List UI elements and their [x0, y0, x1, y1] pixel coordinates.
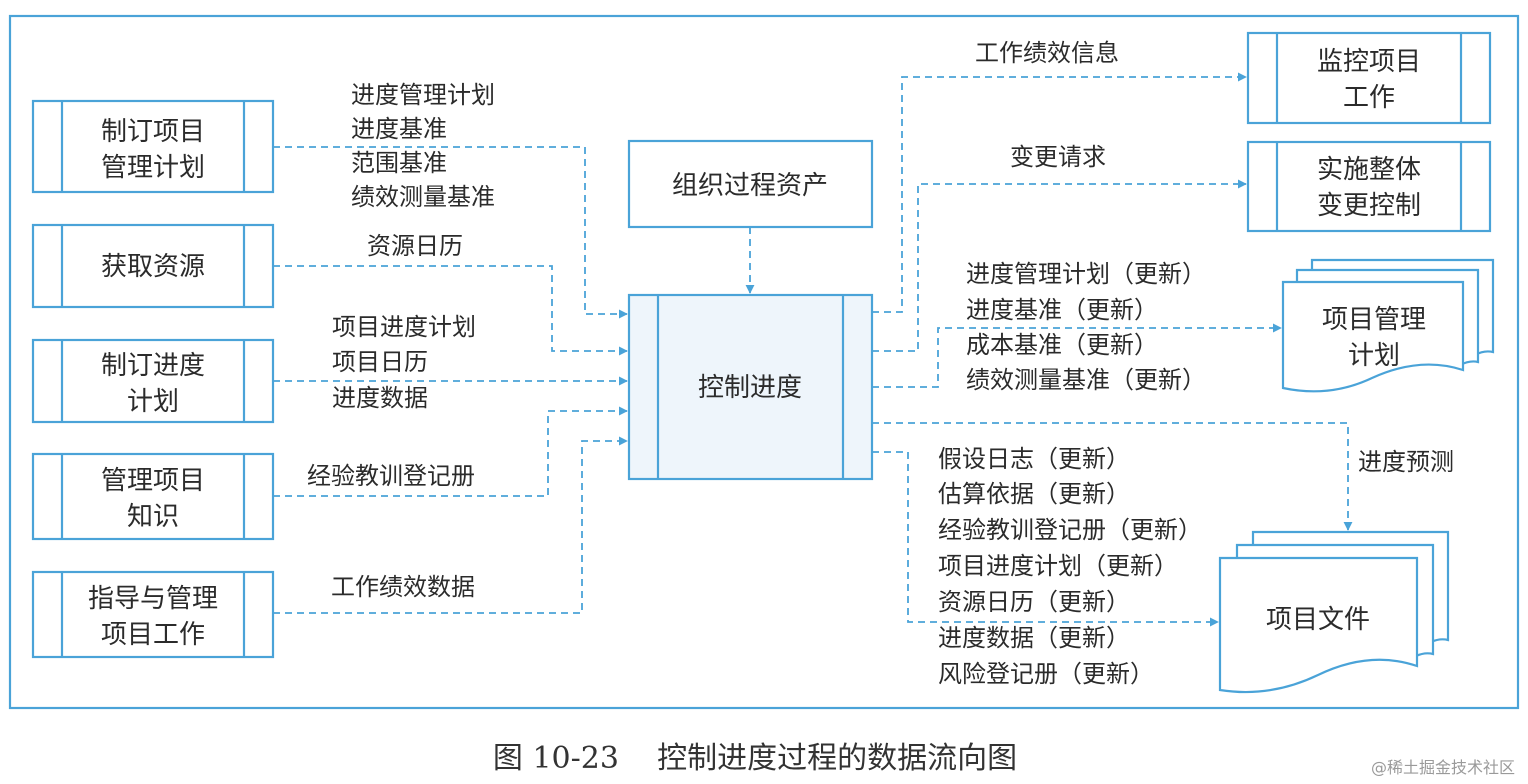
output-project-documents-label: 项目文件 [1266, 605, 1370, 635]
output-label-item: 经验教训登记册（更新） [938, 516, 1202, 544]
output-label-item: 假设日志（更新） [938, 445, 1130, 473]
diagram-frame [8, 14, 1520, 710]
input-label-item: 进度管理计划 [351, 81, 495, 109]
output-integrated-change-line2: 变更控制 [1317, 191, 1421, 221]
input-manage-knowledge-line2: 知识 [127, 502, 179, 532]
input-label-item: 项目进度计划 [332, 313, 476, 341]
arrow-to-project-documents [872, 451, 1219, 627]
label-work-performance-data: 工作绩效数据 [331, 573, 475, 601]
process-label: 控制进度 [698, 373, 802, 403]
output-label-item: 绩效测量基准（更新） [966, 366, 1206, 394]
label-resource-calendar: 资源日历 [367, 232, 463, 260]
input-develop-pm-plan-line1: 制订项目 [101, 117, 205, 147]
org-process-assets-label: 组织过程资产 [672, 171, 828, 201]
input-direct-manage-work-line1: 指导与管理 [88, 584, 218, 614]
output-pm-plan-line1: 项目管理 [1322, 305, 1426, 335]
input-develop-schedule-line2: 计划 [127, 387, 179, 417]
arrow-pm-plan-to-process [273, 146, 628, 319]
input-develop-schedule: 制订进度 计划 [31, 338, 275, 424]
label-change-requests: 变更请求 [1010, 143, 1106, 171]
output-label-item: 成本基准（更新） [966, 331, 1158, 359]
input-label-item: 范围基准 [351, 149, 447, 177]
input-develop-pm-plan-line2: 管理计划 [101, 153, 205, 183]
watermark: @稀土掘金技术社区 [1371, 758, 1515, 777]
output-label-item: 进度管理计划（更新） [966, 260, 1206, 288]
output-integrated-change: 实施整体 变更控制 [1246, 140, 1492, 233]
input-label-item: 项目日历 [332, 348, 428, 376]
label-pm-plan-updates: 进度管理计划（更新） 进度基准（更新） 成本基准（更新） 绩效测量基准（更新） [966, 260, 1206, 394]
input-label-item: 进度基准 [351, 115, 447, 143]
output-label-item: 进度基准（更新） [966, 296, 1158, 324]
input-acquire-resources-line1: 获取资源 [101, 252, 205, 282]
input-manage-knowledge-line1: 管理项目 [101, 466, 205, 496]
output-pm-plan-line2: 计划 [1348, 341, 1400, 371]
arrow-to-forecasts [872, 422, 1353, 531]
arrow-resources-to-process [273, 265, 628, 356]
output-label-item: 估算依据（更新） [938, 480, 1130, 508]
input-develop-schedule-line1: 制订进度 [101, 351, 205, 381]
output-integrated-change-line1: 实施整体 [1317, 155, 1421, 185]
org-process-assets-box: 组织过程资产 [627, 139, 874, 229]
input-label-item: 绩效测量基准 [351, 183, 495, 211]
input-direct-manage-work: 指导与管理 项目工作 [31, 570, 275, 659]
output-label-item: 风险登记册（更新） [938, 660, 1154, 688]
arrow-to-monitor-work [872, 72, 1247, 313]
input-label-item: 进度数据 [332, 384, 428, 412]
output-monitor-work-line2: 工作 [1343, 83, 1395, 113]
input-manage-knowledge: 管理项目 知识 [31, 452, 275, 541]
label-work-performance-info: 工作绩效信息 [975, 39, 1119, 67]
label-pm-plan-inputs: 进度管理计划 进度基准 范围基准 绩效测量基准 [351, 81, 495, 211]
output-monitor-work: 监控项目 工作 [1246, 31, 1492, 125]
output-pm-plan-document: 项目管理 计划 [1281, 258, 1495, 393]
label-document-updates: 假设日志（更新） 估算依据（更新） 经验教训登记册（更新） 项目进度计划（更新）… [938, 445, 1202, 688]
label-lessons-learned: 经验教训登记册 [307, 462, 475, 490]
input-develop-pm-plan: 制订项目 管理计划 [31, 99, 275, 194]
output-label-item: 资源日历（更新） [938, 588, 1130, 616]
figure-caption: 图 10-23 控制进度过程的数据流向图 [493, 741, 1017, 776]
label-schedule-inputs: 项目进度计划 项目日历 进度数据 [332, 313, 476, 412]
input-acquire-resources: 获取资源 [31, 223, 275, 309]
input-direct-manage-work-line2: 项目工作 [101, 620, 205, 650]
output-project-documents: 项目文件 [1218, 530, 1450, 694]
arrow-knowledge-to-process [273, 406, 628, 497]
arrow-to-integrated-change [872, 179, 1247, 352]
label-schedule-forecasts: 进度预测 [1358, 448, 1454, 476]
output-monitor-work-line1: 监控项目 [1317, 47, 1421, 77]
output-label-item: 进度数据（更新） [938, 624, 1130, 652]
process-control-schedule: 控制进度 [627, 293, 874, 481]
output-label-item: 项目进度计划（更新） [938, 552, 1178, 580]
